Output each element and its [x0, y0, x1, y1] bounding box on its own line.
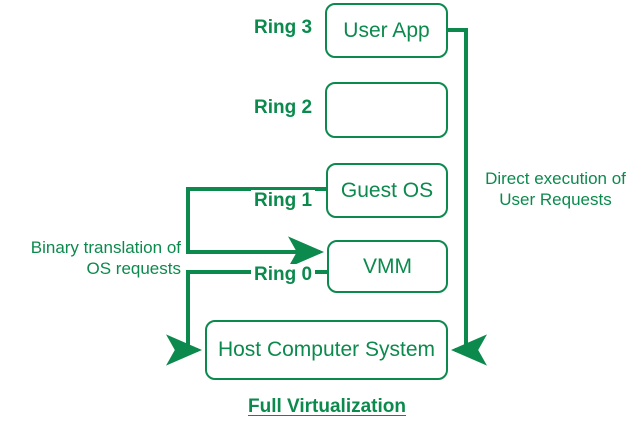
node-vmm-label: VMM	[363, 254, 412, 278]
edge-user-app-to-host	[448, 28, 487, 366]
node-host-computer-system[interactable]: Host Computer System	[205, 320, 448, 380]
node-user-app-label: User App	[343, 18, 430, 42]
ring-label-ring-2: Ring 2	[251, 97, 316, 119]
node-vmm[interactable]: VMM	[327, 240, 448, 293]
ring-label-ring-1: Ring 1	[251, 190, 316, 212]
annotation-direct-execution: Direct execution of User Requests	[485, 169, 626, 209]
ring-label-ring-0: Ring 0	[251, 264, 316, 286]
node-guest-os[interactable]: Guest OS	[326, 163, 448, 218]
ring-label-ring-3: Ring 3	[251, 17, 316, 39]
node-ring2-empty-box[interactable]	[325, 82, 448, 138]
node-guest-os-label: Guest OS	[340, 178, 434, 202]
diagram-title: Full Virtualization	[248, 396, 406, 417]
node-user-app[interactable]: User App	[325, 3, 448, 58]
annotation-binary-translation: Binary translation of OS requests	[30, 238, 181, 278]
node-host-label: Host Computer System	[217, 338, 436, 361]
